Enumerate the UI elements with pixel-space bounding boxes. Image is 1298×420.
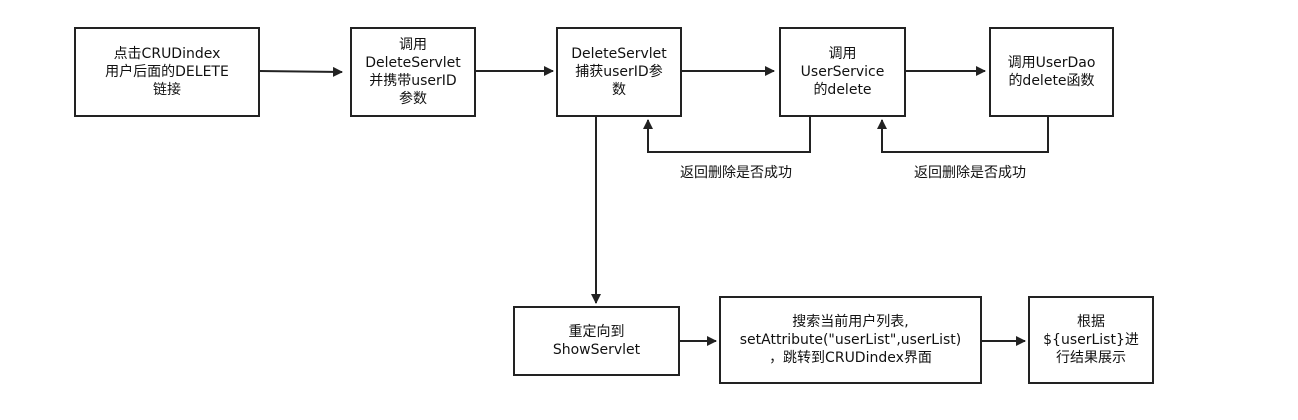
node-text: 用户后面的DELETE xyxy=(105,64,229,80)
node-text: 的delete xyxy=(813,82,872,98)
node-text: 搜索当前用户列表, xyxy=(792,314,909,330)
node-capture-param: DeleteServlet 捕获userID参 数 xyxy=(556,27,682,117)
node-text: setAttribute("userList",userList) xyxy=(739,332,962,348)
node-text: ${userList}进 xyxy=(1043,332,1139,348)
node-text: ShowServlet xyxy=(552,342,641,358)
node-text: 调用 xyxy=(828,46,857,62)
edge-label-return-from-dao: 返回删除是否成功 xyxy=(914,165,1026,181)
node-text: 参数 xyxy=(398,91,427,107)
node-text: DeleteServlet xyxy=(571,46,667,62)
node-redirect: 重定向到 ShowServlet xyxy=(513,306,680,376)
node-click-delete: 点击CRUDindex 用户后面的DELETE 链接 xyxy=(74,27,260,117)
node-call-dao: 调用UserDao 的delete函数 xyxy=(989,27,1114,117)
node-text: 根据 xyxy=(1076,314,1105,330)
node-text: 捕获userID参 xyxy=(575,64,663,80)
node-search-list: 搜索当前用户列表, setAttribute("userList",userLi… xyxy=(719,296,982,384)
arrow-service-return xyxy=(643,117,811,153)
node-display: 根据 ${userList}进 行结果展示 xyxy=(1028,296,1154,384)
node-text: 重定向到 xyxy=(568,324,625,340)
edge-label-return-from-service: 返回删除是否成功 xyxy=(680,165,792,181)
node-call-service: 调用 UserService 的delete xyxy=(779,27,906,117)
node-text: 行结果展示 xyxy=(1055,350,1126,366)
node-text: 数 xyxy=(611,82,626,98)
node-text: UserService xyxy=(800,64,885,80)
arrow-dao-return xyxy=(877,117,1049,153)
node-call-servlet: 调用 DeleteServlet 并携带userID 参数 xyxy=(350,27,476,117)
node-text: DeleteServlet xyxy=(365,55,461,71)
node-text: 点击CRUDindex xyxy=(113,46,221,62)
node-text: 调用 xyxy=(398,37,427,53)
node-text: 的delete函数 xyxy=(1008,73,1095,89)
node-text: 并携带userID xyxy=(369,73,457,89)
arrow-click-to-call-servlet xyxy=(258,66,343,77)
node-text: ，跳转到CRUDindex界面 xyxy=(769,350,932,366)
node-text: 调用UserDao xyxy=(1007,55,1096,71)
node-text: 链接 xyxy=(152,82,181,98)
